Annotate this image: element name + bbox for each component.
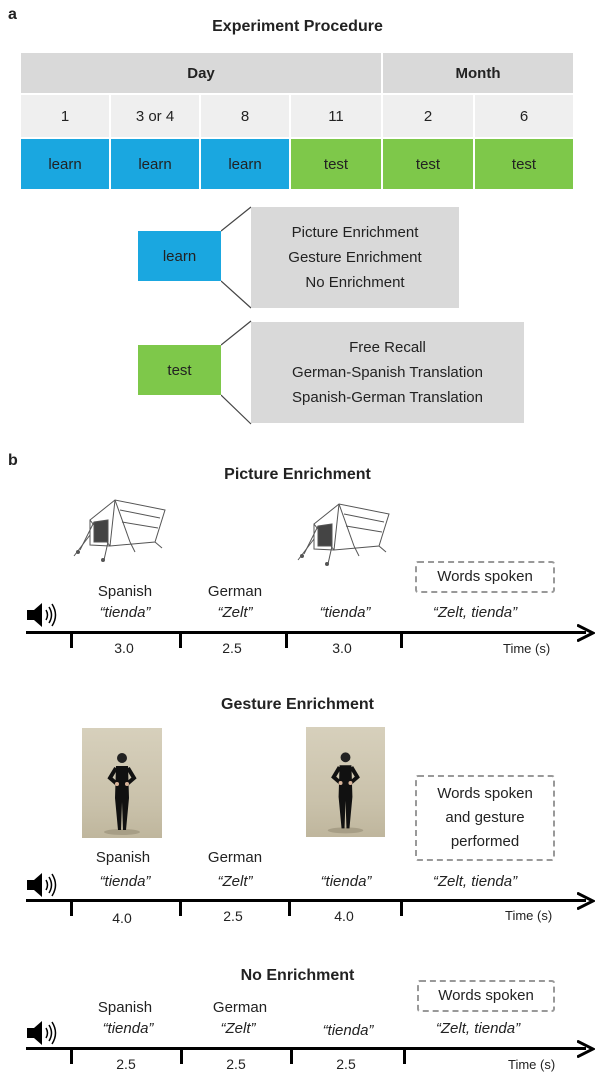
both-words: “Zelt, tienda” [432,604,518,621]
duration-label: 4.0 [112,910,132,926]
no-enrichment-title: No Enrichment [240,967,355,984]
duration-label: 2.5 [116,1056,136,1072]
time-tick [70,633,73,648]
test-item-3: Spanish-German Translation [292,389,483,406]
timepoint-3: 8 [201,95,289,137]
time-tick [70,1049,73,1064]
lang-label: Spanish [97,999,153,1016]
spanish-word: “tienda” [320,873,372,890]
words-spoken-box: Words spoken [415,561,555,593]
duration-label: 3.0 [114,640,134,656]
test-item-1: Free Recall [349,339,426,356]
both-words: “Zelt, tienda” [432,873,518,890]
time-tick [403,1049,406,1064]
learn-callout-lines [221,206,252,309]
duration-label: 4.0 [334,908,354,924]
test-item-2: German-Spanish Translation [292,364,483,381]
gesture-enrichment-title: Gesture Enrichment [221,696,374,713]
time-tick [285,633,288,648]
timepoint-2: 3 or 4 [111,95,199,137]
axis-arrow-icon [577,892,595,910]
lang-label: Spanish [97,583,153,600]
spanish-word: “tienda” [102,1020,154,1037]
gesture-photo [306,727,385,837]
box-line: Words spoken [437,568,533,585]
time-axis-label: Time (s) [508,1057,556,1072]
box-line: performed [450,833,520,850]
phase-6: test [475,139,573,189]
time-tick [400,633,403,648]
lang-label: German [212,999,268,1016]
test-conditions-box: Free Recall German-Spanish Translation S… [251,322,524,423]
phase-2: learn [111,139,199,189]
duration-label: 2.5 [223,908,243,924]
time-tick [400,901,403,916]
learn-conditions-box: Picture Enrichment Gesture Enrichment No… [251,207,459,308]
timepoint-4: 11 [291,95,381,137]
time-axis-label: Time (s) [503,641,551,656]
tent-icon [73,499,166,562]
duration-label: 2.5 [226,1056,246,1072]
time-axis-label: Time (s) [505,908,553,923]
phase-1: learn [21,139,109,189]
axis-arrow-icon [577,1040,595,1058]
header-month: Month [383,53,573,93]
panel-b-letter: b [8,452,18,469]
spanish-word: “tienda” [99,873,151,890]
procedure-title: Experiment Procedure [212,18,383,35]
panel-a-letter: a [8,6,17,23]
spanish-word: “tienda” [319,604,371,621]
duration-label: 3.0 [332,640,352,656]
picture-enrichment-title: Picture Enrichment [224,466,371,483]
duration-label: 2.5 [222,640,242,656]
box-line: and gesture [445,809,525,826]
time-tick [70,901,73,916]
german-word: “Zelt” [217,604,253,621]
phase-4: test [291,139,381,189]
spanish-word: “tienda” [99,604,151,621]
time-tick [179,633,182,648]
axis-arrow-icon [577,624,595,642]
timepoint-5: 2 [383,95,473,137]
tent-icon [297,503,390,566]
box-line: Words spoken [437,785,533,802]
both-words: “Zelt, tienda” [435,1020,521,1037]
test-legend-tag: test [138,345,221,395]
words-spoken-box: Words spoken [417,980,555,1012]
timepoint-6: 6 [475,95,573,137]
learn-item-1: Picture Enrichment [291,224,419,241]
time-axis [26,631,586,634]
time-tick [290,1049,293,1064]
german-word: “Zelt” [220,1020,256,1037]
speaker-icon [27,1021,57,1045]
person-icon [104,753,140,835]
words-spoken-box: Words spoken and gesture performed [415,775,555,861]
lang-label: German [207,849,263,866]
learn-legend-tag: learn [138,231,221,281]
time-tick [180,1049,183,1064]
time-tick [288,901,291,916]
german-word: “Zelt” [217,873,253,890]
speaker-icon [27,873,57,897]
speaker-icon [27,603,57,627]
phase-3: learn [201,139,289,189]
box-line: Words spoken [438,987,534,1004]
learn-item-2: Gesture Enrichment [288,249,422,266]
duration-label: 2.5 [336,1056,356,1072]
person-icon [327,752,364,834]
header-day: Day [21,53,381,93]
test-callout-lines [221,320,252,425]
lang-label: German [207,583,263,600]
spanish-word: “tienda” [322,1022,374,1039]
learn-item-3: No Enrichment [305,274,405,291]
gesture-photo [82,728,162,838]
lang-label: Spanish [95,849,151,866]
time-axis [26,1047,586,1050]
time-tick [179,901,182,916]
phase-5: test [383,139,473,189]
timepoint-1: 1 [21,95,109,137]
time-axis [26,899,586,902]
